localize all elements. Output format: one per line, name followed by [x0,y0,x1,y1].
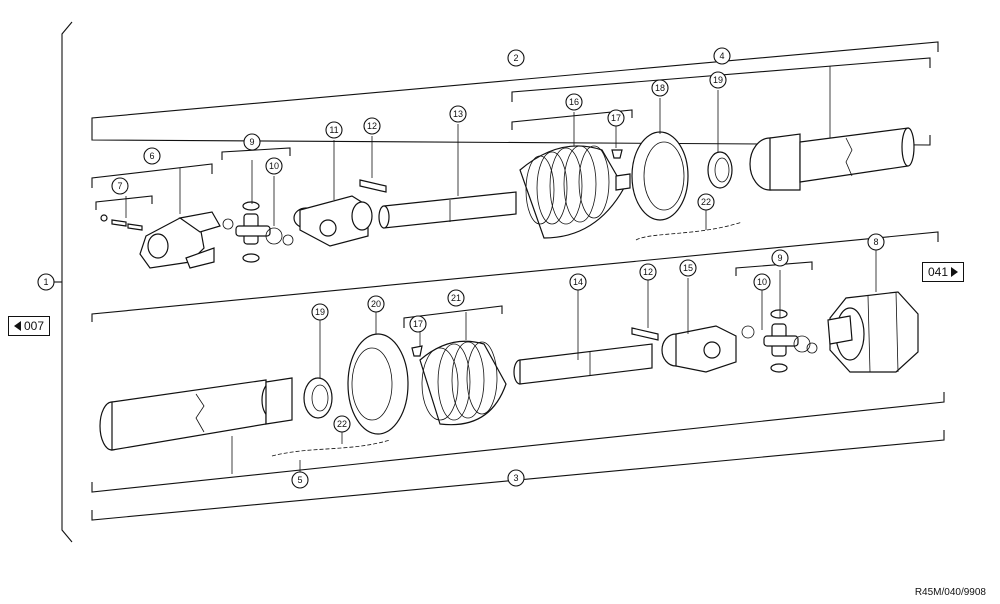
callout-19-upper: 19 [709,71,727,89]
svg-text:16: 16 [569,97,579,107]
lube-fitting-part [100,214,143,231]
callout-5: 5 [291,471,309,489]
svg-text:22: 22 [701,197,711,207]
svg-text:14: 14 [573,277,583,287]
svg-text:10: 10 [757,277,767,287]
drawing-reference: R45M/040/9908 [914,587,986,598]
callout-9-upper: 9 [243,133,261,151]
svg-text:1: 1 [43,277,48,287]
callout-19-lower: 19 [311,303,329,321]
svg-text:18: 18 [655,83,665,93]
right-arrow-icon [951,267,959,277]
left-arrow-icon [14,321,21,331]
callout-21: 21 [447,289,465,307]
callout-22-lower: 22 [333,415,351,433]
svg-text:15: 15 [683,263,693,273]
svg-text:12: 12 [367,121,377,131]
universal-joint-cross-upper [222,201,294,263]
outer-guard-tube-lower [99,377,293,451]
bellows-guard-lower [419,340,507,426]
inner-profile-tube [378,191,517,229]
callout-2: 2 [507,49,525,67]
svg-text:6: 6 [149,151,154,161]
svg-text:17: 17 [413,319,423,329]
svg-text:3: 3 [513,473,518,483]
callout-13: 13 [449,105,467,123]
inner-profile-tube-lower [513,343,653,385]
svg-text:11: 11 [329,125,338,135]
svg-text:19: 19 [315,307,325,317]
spring-pin-lower [631,327,659,341]
screw-lower [411,345,423,357]
safety-chain-lower [271,439,391,457]
svg-text:10: 10 [269,161,279,171]
outer-guard-tube [749,127,915,191]
svg-text:4: 4 [719,51,724,61]
inner-yoke-lower [661,325,737,373]
screw-upper [611,149,623,159]
clip-ring-upper [707,151,733,189]
callout-15: 15 [679,259,697,277]
callout-9-lower: 9 [771,249,789,267]
svg-text:21: 21 [451,293,461,303]
callout-10-upper: 10 [265,157,283,175]
svg-text:20: 20 [371,299,381,309]
svg-text:8: 8 [873,237,878,247]
callout-10-lower: 10 [753,273,771,291]
callout-1: 1 [37,273,55,291]
bearing-ring-lower [347,333,409,435]
callout-6: 6 [143,147,161,165]
callout-14: 14 [569,273,587,291]
svg-text:7: 7 [117,181,122,191]
assembly-bracket-2 [91,41,939,128]
svg-text:12: 12 [643,267,653,277]
next-page-button[interactable]: 041 [922,262,965,282]
prev-page-button[interactable]: 007 [8,316,51,336]
svg-text:17: 17 [611,113,621,123]
assembly-bracket-1 [61,21,73,543]
svg-text:19: 19 [713,75,723,85]
overload-clutch-part [827,291,919,373]
callout-4: 4 [713,47,731,65]
callout-12-lower: 12 [639,263,657,281]
inner-yoke-part [293,195,373,247]
svg-text:22: 22 [337,419,347,429]
callout-20: 20 [367,295,385,313]
callout-17-lower: 17 [409,315,427,333]
svg-text:9: 9 [249,137,254,147]
callout-16: 16 [565,93,583,111]
spring-pin-upper [359,179,387,193]
svg-text:9: 9 [777,253,782,263]
bearing-ring-upper [631,131,689,221]
callout-11: 11 [325,121,343,139]
callout-22-upper: 22 [697,193,715,211]
yoke-part [139,211,221,269]
clip-ring-lower [303,377,333,419]
callout-3: 3 [507,469,525,487]
universal-joint-cross-lower [741,309,818,373]
svg-text:13: 13 [453,109,463,119]
prev-page-label: 007 [24,319,45,333]
callout-18: 18 [651,79,669,97]
bellows-guard-upper [519,145,631,239]
callout-7: 7 [111,177,129,195]
svg-text:2: 2 [513,53,518,63]
callout-12-upper: 12 [363,117,381,135]
callout-8: 8 [867,233,885,251]
svg-text:5: 5 [297,475,302,485]
next-page-label: 041 [928,265,949,279]
callout-17-upper: 17 [607,109,625,127]
safety-chain-upper [635,221,743,241]
